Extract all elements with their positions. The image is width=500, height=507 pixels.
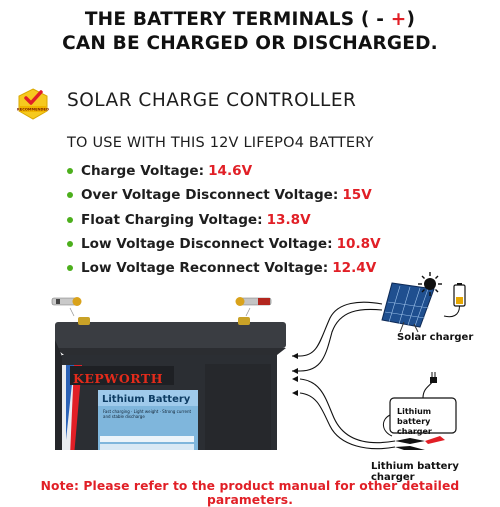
spec-value: 10.8V [336, 236, 381, 253]
spec-value: 12.4V [332, 260, 377, 277]
bullet-icon [67, 192, 73, 199]
solar-panel-icon [381, 282, 435, 333]
check-badge-icon: RECOMMENDED [17, 88, 49, 120]
battery-level-icon [443, 283, 466, 318]
spec-label: Charge Voltage: [81, 163, 205, 180]
spec-value: 14.6V [208, 163, 253, 180]
spec-row-float-charging: Float Charging Voltage: 13.8V [67, 208, 487, 232]
plus-sign: + [390, 9, 407, 30]
charger-icon [383, 372, 457, 437]
sun-icon [418, 272, 442, 296]
spec-value: 13.8V [266, 211, 311, 228]
spec-label: Low Voltage Reconnect Voltage: [81, 260, 329, 277]
spec-row-charge-voltage: Charge Voltage: 14.6V [67, 159, 487, 183]
battery-brand: KEPWORTH [73, 371, 163, 386]
headline-close: ) [406, 9, 416, 30]
badge-text: RECOMMENDED [17, 108, 49, 112]
battery-illustration [51, 272, 466, 450]
bullet-icon [67, 241, 73, 248]
alligator-clip-icon [395, 436, 445, 450]
battery-fine-print: Fast charging · Light weight · Strong cu… [103, 409, 192, 419]
section-title: SOLAR CHARGE CONTROLLER [67, 90, 357, 111]
headline-line-1: THE BATTERY TERMINALS ( - +) [0, 9, 500, 31]
battery-body [55, 317, 286, 450]
section-subtitle: TO USE WITH THIS 12V LIFEPO4 BATTERY [67, 135, 374, 151]
spec-row-low-voltage-reconnect: Low Voltage Reconnect Voltage: 12.4V [67, 256, 487, 280]
solar-charger-label: Solar charger [397, 332, 474, 343]
spec-list: Charge Voltage: 14.6V Over Voltage Disco… [67, 159, 487, 280]
spec-value: 15V [342, 187, 372, 204]
spec-row-over-voltage-disconnect: Over Voltage Disconnect Voltage: 15V [67, 183, 487, 207]
wire-arrow-icon [292, 353, 298, 396]
battery-title: Lithium Battery [102, 394, 191, 405]
terminal-connector-icon [51, 297, 272, 306]
wire-connections [292, 301, 396, 450]
bullet-icon [67, 216, 73, 223]
footer-note: Note: Please refer to the product manual… [40, 479, 460, 507]
minus-sign: - [376, 9, 385, 30]
bullet-icon [67, 265, 73, 272]
headline-text: THE BATTERY TERMINALS ( [84, 9, 370, 30]
spec-row-low-voltage-disconnect: Low Voltage Disconnect Voltage: 10.8V [67, 232, 487, 256]
spec-label: Over Voltage Disconnect Voltage: [81, 187, 339, 204]
lithium-charger-label: Lithium battery charger [371, 461, 459, 483]
bullet-icon [67, 168, 73, 175]
spec-label: Low Voltage Disconnect Voltage: [81, 236, 333, 253]
spec-label: Float Charging Voltage: [81, 211, 263, 228]
charger-box-text: Lithium battery charger [397, 407, 432, 436]
headline-line-2: CAN BE CHARGED OR DISCHARGED. [62, 33, 438, 54]
